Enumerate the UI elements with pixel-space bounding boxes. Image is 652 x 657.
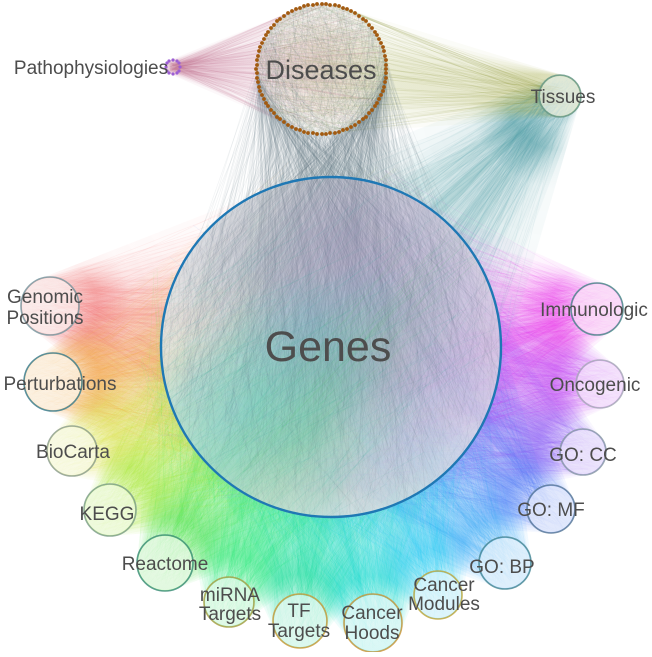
svg-text:Modules: Modules	[408, 594, 480, 615]
svg-text:Oncogenic: Oncogenic	[550, 375, 641, 396]
svg-text:Targets: Targets	[199, 604, 261, 625]
svg-text:Reactome: Reactome	[122, 554, 209, 575]
svg-text:Positions: Positions	[6, 308, 83, 329]
svg-text:TF: TF	[287, 601, 310, 622]
svg-text:Hoods: Hoods	[345, 623, 400, 644]
svg-text:Cancer: Cancer	[413, 575, 475, 596]
svg-text:GO: MF: GO: MF	[517, 500, 585, 521]
svg-text:Perturbations: Perturbations	[3, 374, 116, 395]
svg-text:miRNA: miRNA	[200, 585, 260, 606]
svg-text:KEGG: KEGG	[80, 504, 135, 525]
svg-text:BioCarta: BioCarta	[36, 442, 110, 463]
svg-text:Targets: Targets	[268, 621, 330, 642]
svg-text:Genes: Genes	[265, 323, 392, 371]
svg-text:GO: CC: GO: CC	[549, 445, 617, 466]
svg-text:Genomic: Genomic	[7, 287, 83, 308]
svg-text:Cancer: Cancer	[341, 603, 403, 624]
svg-text:Tissues: Tissues	[531, 87, 596, 108]
svg-text:Pathophysiologies: Pathophysiologies	[14, 58, 168, 79]
svg-text:Diseases: Diseases	[265, 55, 376, 85]
svg-text:GO: BP: GO: BP	[469, 557, 534, 578]
svg-text:Immunologic: Immunologic	[540, 300, 648, 321]
